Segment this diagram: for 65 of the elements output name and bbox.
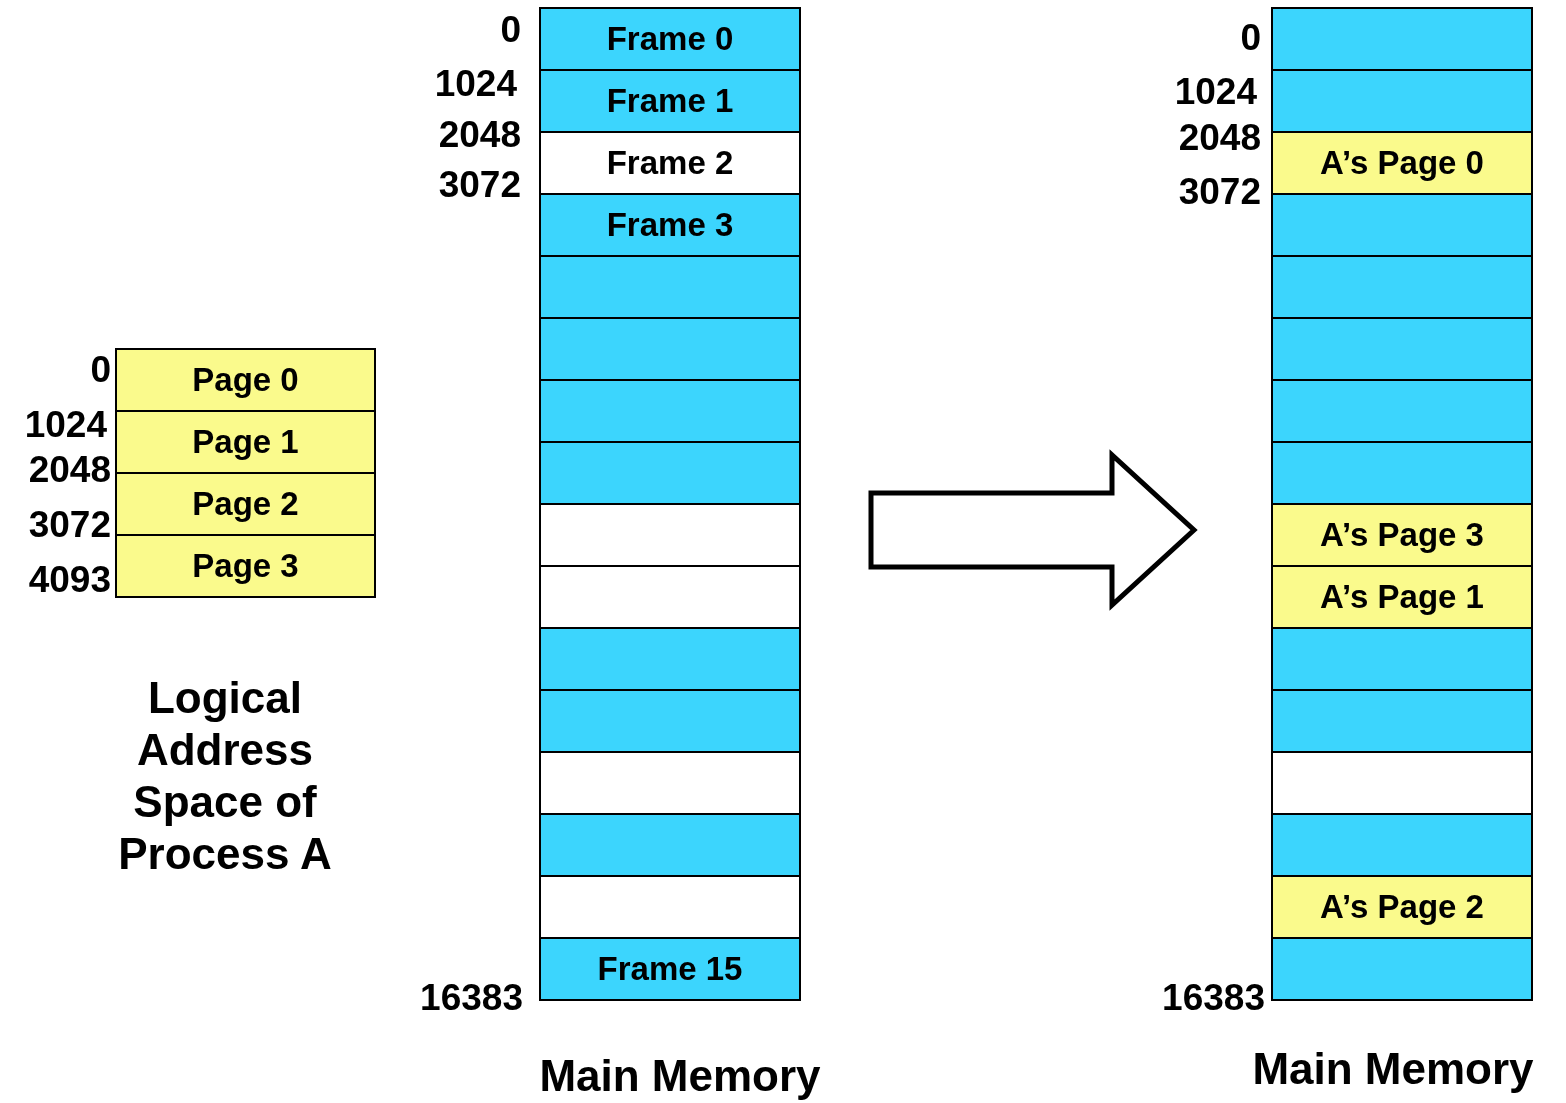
column-caption: Main Memory bbox=[1251, 1043, 1535, 1095]
address-label: 16383 bbox=[420, 978, 523, 1018]
memory-cell bbox=[1273, 877, 1531, 939]
address-label: 16383 bbox=[1162, 978, 1265, 1018]
memory-cell bbox=[541, 629, 799, 691]
block-arrow bbox=[868, 449, 1198, 611]
memory-column bbox=[115, 348, 376, 598]
cell-label: Frame 15 bbox=[597, 949, 743, 990]
cell-label: A’s Page 3 bbox=[1320, 515, 1484, 556]
address-label: 3072 bbox=[28, 505, 111, 545]
memory-cell bbox=[1273, 629, 1531, 691]
address-label: 1024 bbox=[434, 64, 517, 104]
memory-cell bbox=[541, 71, 799, 133]
address-label: 0 bbox=[500, 10, 521, 50]
memory-column bbox=[1271, 7, 1533, 1001]
memory-cell bbox=[1273, 505, 1531, 567]
address-label: 2048 bbox=[1178, 118, 1261, 158]
memory-cell bbox=[541, 9, 799, 71]
memory-cell bbox=[1273, 443, 1531, 505]
column-caption: Main Memory bbox=[538, 1050, 822, 1102]
cell-label: A’s Page 1 bbox=[1320, 577, 1484, 618]
memory-cell bbox=[1273, 9, 1531, 71]
cell-label: Page 0 bbox=[192, 360, 299, 401]
address-label: 3072 bbox=[438, 165, 521, 205]
memory-cell bbox=[541, 195, 799, 257]
memory-cell bbox=[1273, 319, 1531, 381]
memory-cell bbox=[541, 443, 799, 505]
memory-cell bbox=[1273, 381, 1531, 443]
address-label: 4093 bbox=[28, 560, 111, 600]
memory-cell bbox=[1273, 257, 1531, 319]
memory-cell bbox=[541, 939, 799, 1001]
address-label: 2048 bbox=[28, 450, 111, 490]
memory-cell bbox=[117, 536, 374, 598]
cell-label: A’s Page 2 bbox=[1320, 887, 1484, 928]
memory-cell bbox=[541, 691, 799, 753]
address-label: 0 bbox=[90, 350, 111, 390]
memory-cell bbox=[1273, 71, 1531, 133]
memory-cell bbox=[541, 319, 799, 381]
address-label: 2048 bbox=[438, 115, 521, 155]
address-label: 3072 bbox=[1178, 172, 1261, 212]
memory-cell bbox=[1273, 567, 1531, 629]
cell-label: Frame 3 bbox=[606, 205, 734, 246]
cell-label: Page 3 bbox=[192, 546, 299, 587]
cell-label: Page 2 bbox=[192, 484, 299, 525]
cell-label: Frame 1 bbox=[606, 81, 734, 122]
cell-label: A’s Page 0 bbox=[1320, 143, 1484, 184]
column-caption: Logical Address Space of Process A bbox=[117, 672, 333, 880]
memory-cell bbox=[1273, 815, 1531, 877]
memory-cell bbox=[117, 350, 374, 412]
memory-cell bbox=[117, 474, 374, 536]
memory-cell bbox=[1273, 939, 1531, 1001]
cell-label: Page 1 bbox=[192, 422, 299, 463]
memory-cell bbox=[541, 381, 799, 443]
address-label: 1024 bbox=[1174, 72, 1257, 112]
cell-label: Frame 2 bbox=[606, 143, 734, 184]
address-label: 0 bbox=[1240, 18, 1261, 58]
memory-cell bbox=[541, 815, 799, 877]
memory-cell bbox=[1273, 133, 1531, 195]
address-label: 1024 bbox=[24, 405, 107, 445]
cell-label: Frame 0 bbox=[606, 19, 734, 60]
memory-column bbox=[539, 7, 801, 1001]
memory-cell bbox=[1273, 691, 1531, 753]
memory-cell bbox=[541, 257, 799, 319]
memory-cell bbox=[117, 412, 374, 474]
memory-cell bbox=[1273, 195, 1531, 257]
